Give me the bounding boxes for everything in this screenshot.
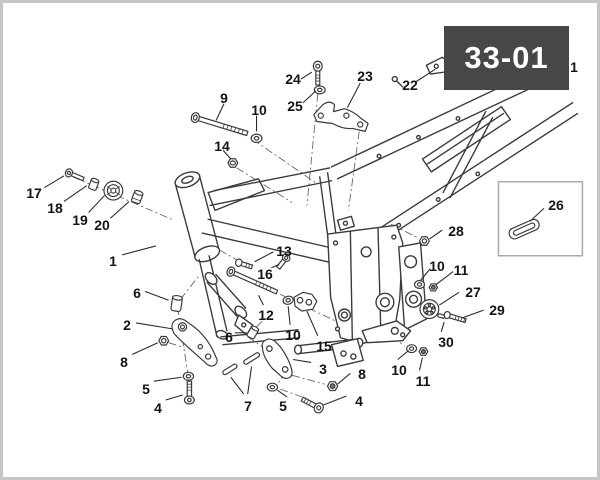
bushing-18-glyph [88, 177, 100, 191]
nut-14-glyph [227, 158, 239, 168]
pin-7a-glyph [222, 363, 238, 376]
bolt-16-glyph [276, 253, 291, 270]
bracket-23-glyph [313, 101, 369, 132]
part-glyphs [64, 60, 584, 414]
section-badge: 33-01 [444, 26, 569, 90]
nut-11-right-glyph [428, 283, 439, 292]
mount-27-glyph [419, 299, 440, 320]
bolt-9-glyph [190, 112, 249, 137]
washer-25-glyph [313, 85, 326, 95]
frame-drawing [174, 56, 579, 368]
washer-5-right-glyph [266, 382, 279, 392]
pin-7b-glyph [243, 352, 261, 365]
nut-8-left-glyph [158, 335, 170, 346]
leader-lines [43, 68, 545, 406]
bolt-29-glyph [443, 310, 467, 324]
bolt-24-glyph [312, 60, 323, 86]
washer-10-top-glyph [250, 133, 263, 144]
nut-11-bottom-glyph [418, 347, 429, 356]
inset-box [497, 180, 584, 257]
pad-26-glyph [508, 218, 540, 240]
exploded-view-drawing [43, 56, 584, 414]
bushing-20-glyph [130, 189, 144, 205]
bracket-2-glyph [171, 318, 218, 367]
bolt-4-right-glyph [300, 396, 324, 414]
washer-10-right-glyph [413, 279, 426, 289]
bracket-15-glyph [293, 291, 318, 312]
pin-30-glyph [437, 313, 446, 319]
bushing-6-right-glyph [246, 325, 260, 340]
bracket-3-glyph [261, 338, 293, 379]
nut-28-glyph [418, 236, 430, 246]
bolt-12-glyph [226, 266, 279, 295]
washer-5-left-glyph [182, 371, 195, 381]
nut-8-right-glyph [326, 381, 339, 392]
bolt-4-left-glyph [183, 380, 195, 405]
grommet-19-glyph [103, 180, 124, 201]
bolt-17-glyph [64, 168, 85, 182]
washer-10-bottom-glyph [406, 344, 418, 354]
washer-10-mid-glyph [282, 295, 294, 305]
bolt-13-glyph [234, 258, 254, 270]
bushing-6-left-glyph [170, 294, 183, 312]
